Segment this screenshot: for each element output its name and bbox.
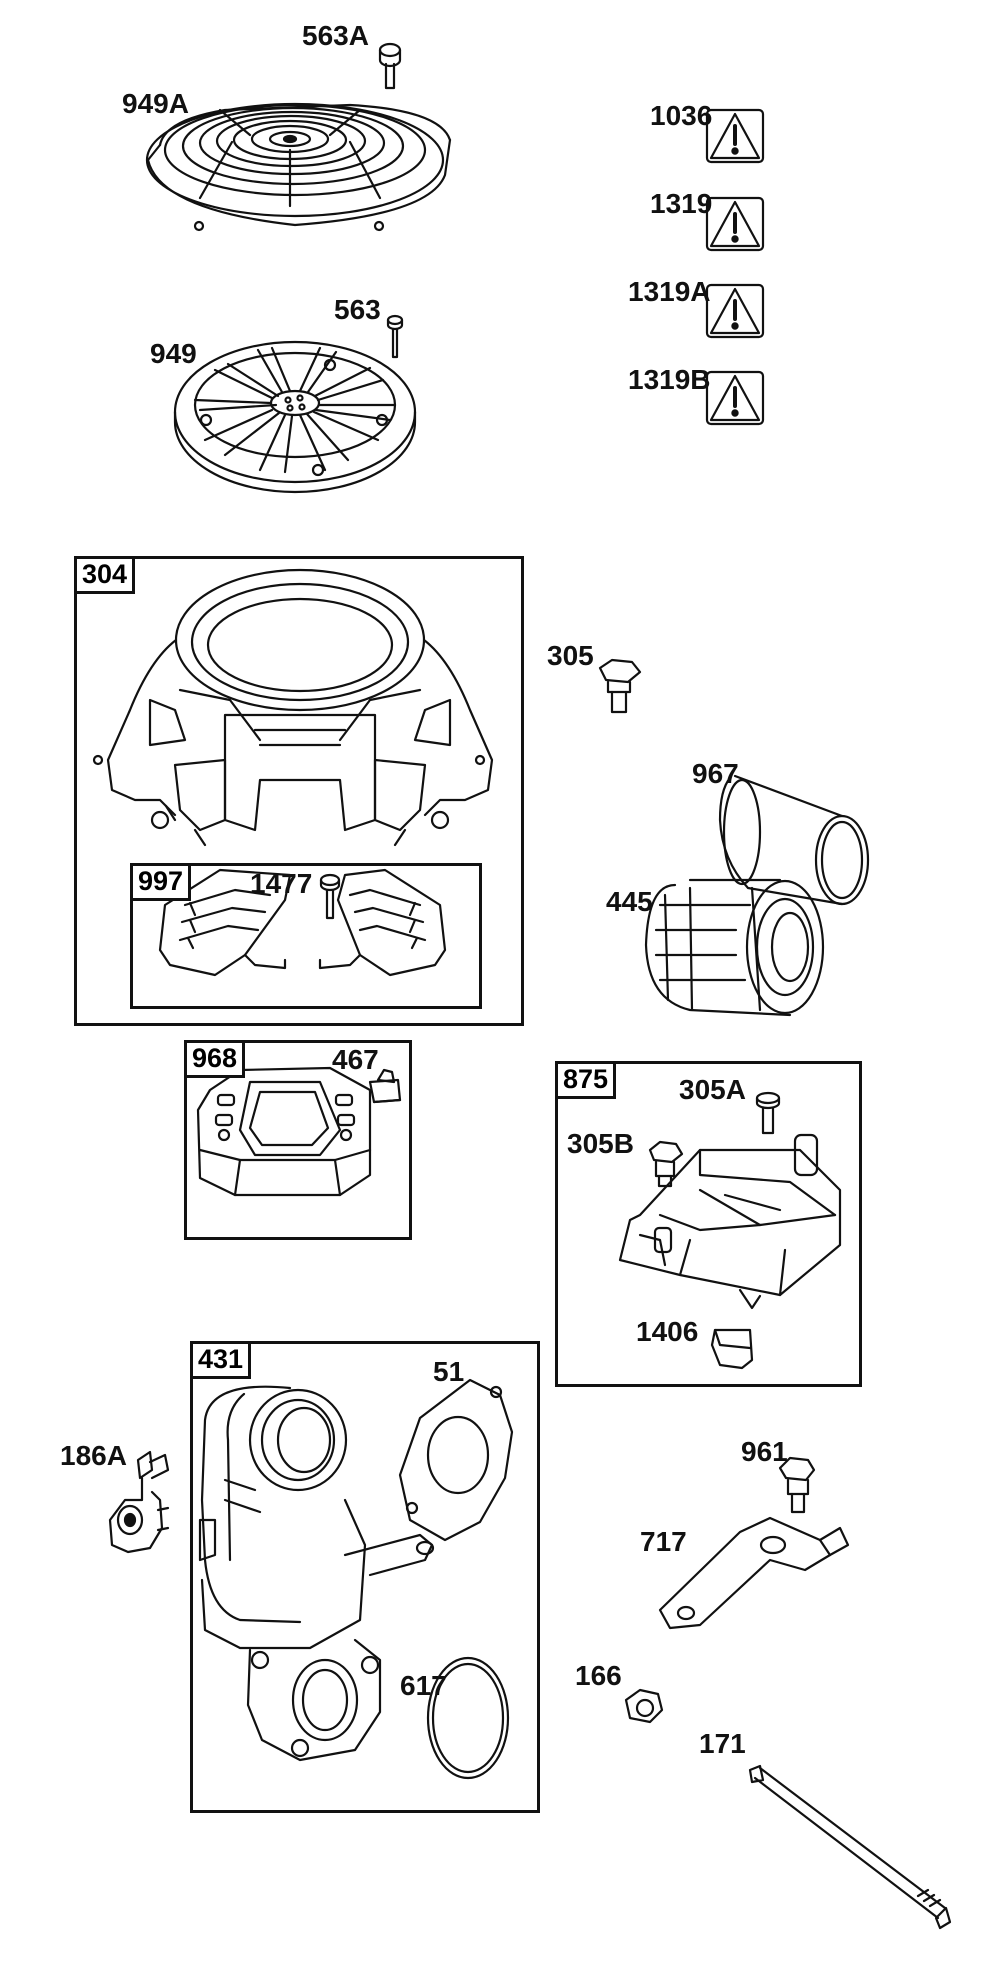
blower-housing-304-drawing [92,568,494,847]
callout-563A: 563A [302,20,369,51]
group-box-997: 997 [130,863,482,1009]
callout-1036: 1036 [650,100,713,131]
bolt-563A-drawing [378,42,402,90]
aircleaner-base-875-drawing [618,1133,842,1310]
group-box-968: 968 [184,1040,412,1240]
callout-1477: 1477 [250,868,313,899]
group-tag-875: 875 [558,1064,617,1099]
group-box-875: 875 [555,1061,862,1387]
callout-563: 563 [334,294,381,325]
callout-1319: 1319 [650,188,713,219]
group-tag-431: 431 [193,1344,252,1379]
screw-563-drawing [386,314,404,359]
group-tag-968: 968 [187,1043,246,1078]
callout-1319A: 1319A [628,276,711,307]
stud-171-drawing [748,1764,952,1930]
callout-305A: 305A [679,1074,746,1105]
screen-949-drawing [173,340,417,494]
callout-967: 967 [692,758,739,789]
baffles-997-drawing [158,868,447,977]
bracket-717-drawing [658,1516,850,1630]
callout-51: 51 [433,1356,465,1387]
screw-1477-drawing [319,873,341,920]
callout-949A: 949A [122,88,189,119]
oring-617-drawing [426,1656,510,1780]
clip-1406-drawing [710,1328,754,1370]
callout-1319B: 1319B [628,364,711,395]
group-tag-997: 997 [133,866,192,901]
callout-1406: 1406 [636,1316,699,1347]
blower-cover-968-drawing [196,1066,372,1197]
bolt-305A-drawing [755,1091,781,1135]
warning-icons-drawing [705,108,765,426]
callout-445: 445 [606,886,653,917]
callout-961: 961 [741,1436,788,1467]
group-box-304: 304 [74,556,524,1026]
callout-305: 305 [547,640,594,671]
fitting-186A-drawing [108,1450,170,1554]
callout-171: 171 [699,1728,746,1759]
callout-305B: 305B [567,1128,634,1159]
callout-717: 717 [640,1526,687,1557]
nut-467-drawing [368,1068,402,1104]
callout-467: 467 [332,1044,379,1075]
callout-617: 617 [400,1670,447,1701]
precleaner-967-drawing [718,774,870,906]
callout-949: 949 [150,338,197,369]
callout-186A: 186A [60,1440,127,1471]
intake-elbow-431-drawing [198,1385,435,1762]
air-filter-445-drawing [644,878,825,1017]
group-box-431: 431 [190,1341,540,1813]
gasket-51-drawing [398,1378,514,1542]
nut-166-drawing [624,1688,664,1724]
group-tag-304: 304 [77,559,136,594]
bolt-961-drawing [778,1456,816,1514]
callout-166: 166 [575,1660,622,1691]
grille-949A-drawing [145,102,452,232]
bolt-305-drawing [598,658,642,714]
